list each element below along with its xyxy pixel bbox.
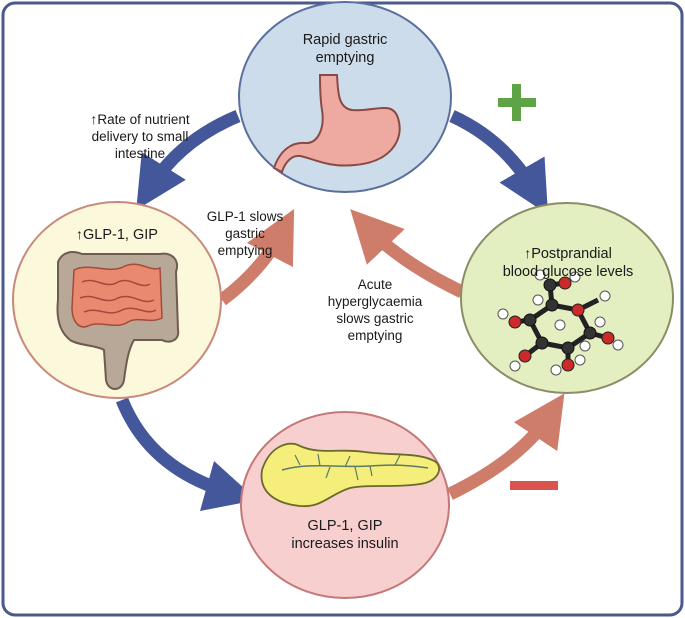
increase-arrow-icon: ↑ bbox=[76, 226, 84, 242]
arrow-stomach-to-intestine bbox=[136, 109, 241, 211]
intestine-illustration bbox=[56, 251, 180, 390]
intestine-label: ↑GLP-1, GIP bbox=[62, 225, 172, 244]
edge-label-nutrient-delivery: ↑Rate of nutrient delivery to small inte… bbox=[60, 94, 220, 162]
arrow-intestine-to-stomach bbox=[218, 208, 295, 306]
node-intestine bbox=[12, 201, 222, 399]
glucose-molecule-illustration bbox=[497, 269, 624, 376]
glucose-label: ↑Postprandial blood glucose levels bbox=[488, 226, 648, 281]
node-pancreas bbox=[240, 411, 450, 599]
edge-label-hyperglycaemia: Acute hyperglycaemia slows gastric empty… bbox=[327, 277, 423, 343]
arrow-intestine-to-pancreas bbox=[115, 397, 258, 512]
edge-label-glp1-slows: GLP-1 slows gastric emptying bbox=[206, 209, 284, 258]
arrow-pancreas-to-glucose bbox=[447, 393, 565, 500]
increase-arrow-icon: ↑ bbox=[524, 245, 532, 261]
node-glucose bbox=[460, 202, 674, 394]
arrow-glucose-to-stomach bbox=[350, 209, 465, 298]
stomach-label: Rapid gastric emptying bbox=[302, 32, 388, 66]
glucose-label-text: Postprandial blood glucose levels bbox=[502, 246, 634, 280]
arrow-stomach-to-glucose bbox=[449, 110, 548, 215]
intestine-label-text: GLP-1, GIP bbox=[83, 227, 158, 243]
pancreas-illustration bbox=[260, 442, 441, 507]
plus-sign bbox=[498, 84, 536, 121]
stomach-illustration bbox=[272, 74, 401, 174]
edge-label-nutrient-delivery-text: Rate of nutrient delivery to small intes… bbox=[91, 112, 190, 161]
minus-sign bbox=[510, 481, 558, 490]
node-stomach bbox=[238, 1, 452, 193]
increase-arrow-icon: ↑ bbox=[90, 111, 98, 127]
pancreas-label: GLP-1, GIP increases insulin bbox=[291, 518, 399, 552]
